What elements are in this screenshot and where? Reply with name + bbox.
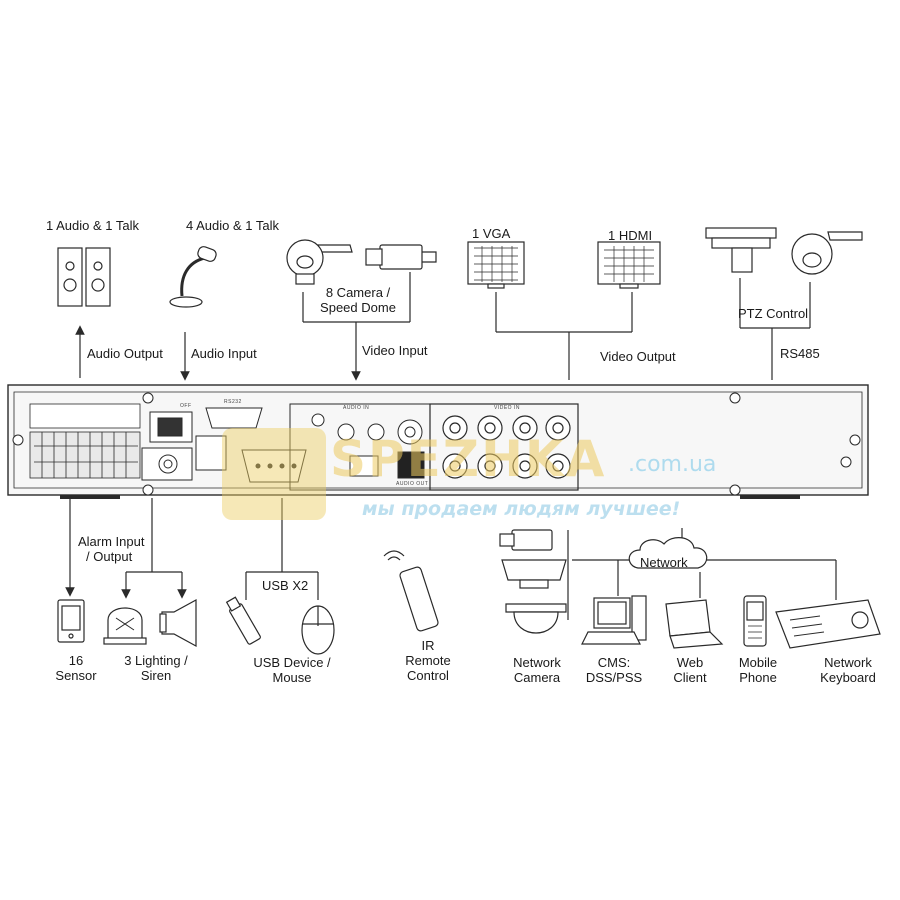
watermark-site-text: SPEZHKA (330, 430, 607, 488)
keyboard-label-line1: Network (824, 655, 872, 670)
ptz-control-label: PTZ Control (738, 306, 809, 321)
audio-talk-4-label: 4 Audio & 1 Talk (186, 218, 279, 233)
watermark-tagline-text: мы продаем людям лучшее! (362, 498, 681, 520)
alarm-terminal-block (29, 403, 141, 479)
network-keyboard-icon (775, 599, 881, 649)
camera-label-line1: 8 Camera / (325, 285, 391, 300)
panel-screws (12, 392, 861, 496)
hdmi-monitor-icon (597, 241, 661, 289)
video-input-label: Video Input (362, 343, 428, 358)
rs485-label: RS485 (780, 346, 820, 361)
power-off-label: OFF (180, 403, 192, 409)
ptz-camera-icon (705, 227, 777, 273)
speed-dome-camera-icon (286, 239, 353, 285)
sensor-label-line2: Sensor (55, 668, 97, 683)
power-switch (141, 411, 193, 481)
usb-device-label-line2: Mouse (272, 670, 312, 685)
top-connectors (75, 272, 811, 381)
mouse-icon (301, 605, 335, 655)
audio-in-label: AUDIO IN (343, 405, 370, 411)
mobile-phone-icon (743, 595, 767, 647)
audio-talk-1-label: 1 Audio & 1 Talk (46, 218, 139, 233)
audio-output-label: Audio Output (87, 346, 163, 361)
audio-in-block (289, 403, 431, 491)
cms-label-line2: DSS/PSS (585, 670, 643, 685)
alarm-light-icon (103, 607, 147, 645)
sensor-icon (57, 599, 85, 643)
ir-label-line2: Remote (405, 653, 451, 668)
laptop-icon (665, 599, 724, 649)
usb-stick-icon (225, 596, 261, 645)
network-cloud-icon (628, 537, 708, 569)
hdmi-label: 1 HDMI (608, 228, 653, 243)
bottom-connectors (65, 498, 837, 620)
ir-label-line1: IR (421, 638, 435, 653)
audio-input-label: Audio Input (191, 346, 257, 361)
panel-feet (60, 495, 800, 499)
watermark-domain-text: .com.ua (628, 452, 717, 477)
alarm-label-line2: / Output (86, 549, 133, 564)
siren-icon (159, 598, 197, 648)
alarm-label-line1: Alarm Input (78, 534, 145, 549)
web-client-label-line1: Web (676, 655, 704, 670)
rs232-port (195, 407, 263, 471)
ir-label-line3: Control (407, 668, 449, 683)
rs232-label: RS232 (224, 399, 242, 405)
usb-x2-label: USB X2 (262, 578, 309, 593)
watermark-logo-icon (222, 428, 326, 520)
lighting-label-line2: Siren (140, 668, 172, 683)
network-camera-icon (499, 529, 567, 634)
audio-out-label: AUDIO OUT (396, 481, 429, 487)
microphone-icon (169, 246, 217, 308)
lighting-label-line1: 3 Lighting / (124, 653, 188, 668)
ir-remote-icon (383, 550, 439, 632)
video-output-label: Video Output (600, 349, 676, 364)
vga-monitor-icon (467, 241, 525, 289)
speaker-icon (57, 247, 111, 307)
cms-computer-icon (581, 595, 647, 645)
bnc-video-inputs (429, 403, 579, 491)
net-camera-label-line2: Camera (513, 670, 561, 685)
video-in-label: VIDEO IN (494, 405, 520, 411)
box-camera-icon (365, 244, 437, 270)
net-camera-label-line1: Network (513, 655, 561, 670)
network-label: Network (640, 555, 688, 570)
camera-label-line2: Speed Dome (320, 300, 396, 315)
web-client-label-line2: Client (673, 670, 707, 685)
mobile-label-line1: Mobile (738, 655, 778, 670)
vga-label: 1 VGA (472, 226, 511, 241)
keyboard-label-line2: Keyboard (820, 670, 876, 685)
usb-device-label-line1: USB Device / (253, 655, 331, 670)
ptz-dome-icon (791, 231, 863, 275)
sensor-label-line1: 16 (68, 653, 84, 668)
cms-label-line1: CMS: (597, 655, 631, 670)
mobile-label-line2: Phone (739, 670, 777, 685)
